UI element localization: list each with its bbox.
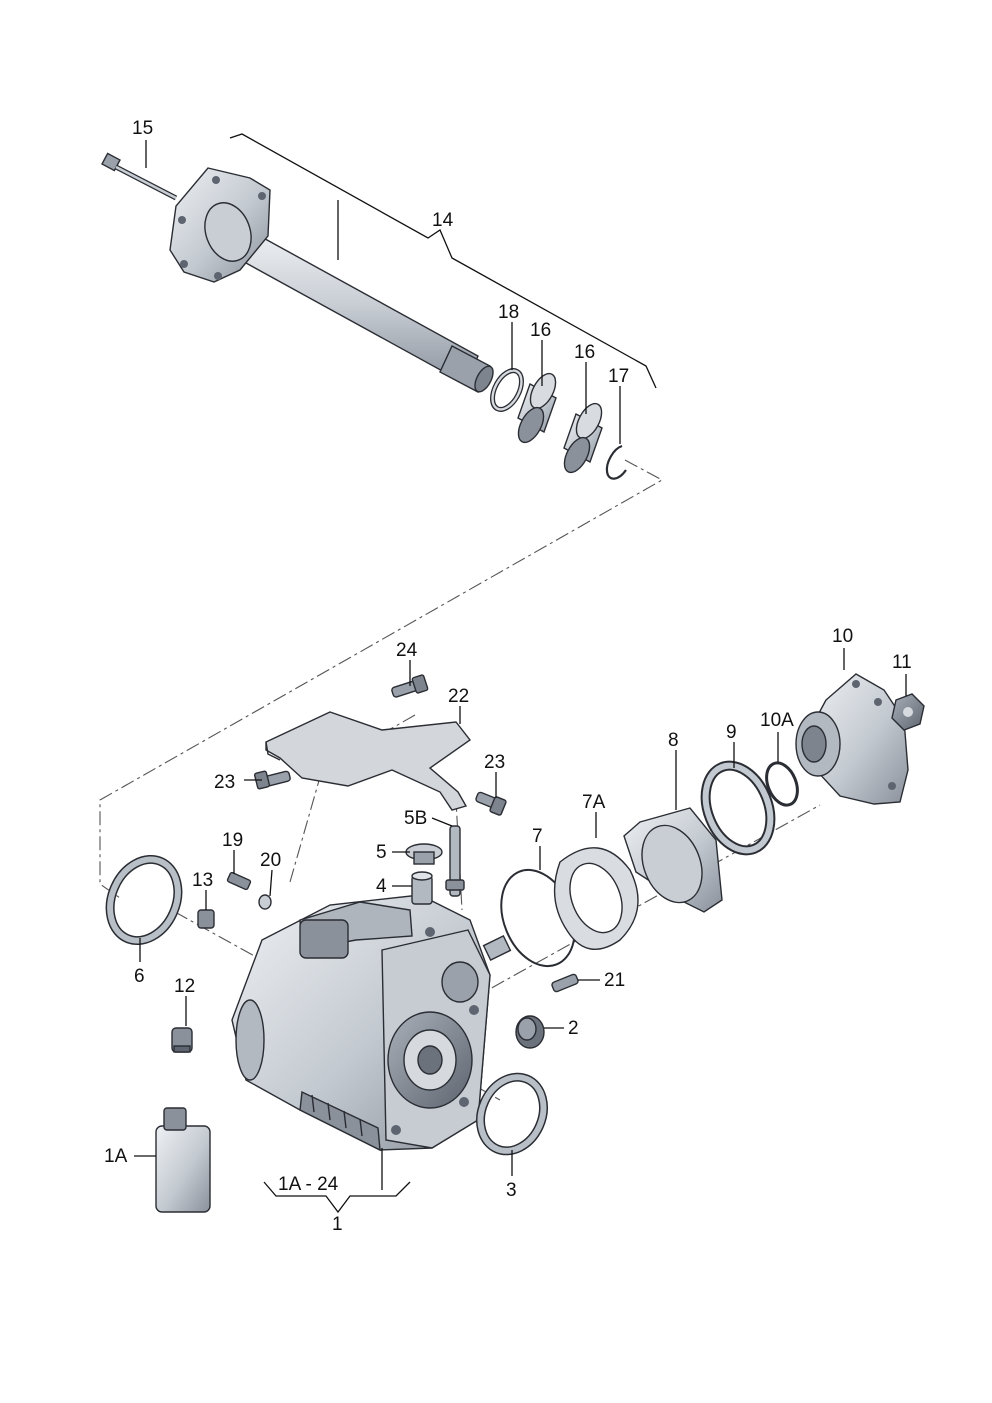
label-2: 2 [568, 1018, 579, 1039]
seal-3 [476, 1072, 548, 1156]
bracket-1 [263, 1181, 411, 1214]
label-11: 11 [892, 652, 912, 673]
pinion-stub [482, 935, 512, 961]
plug-13 [197, 909, 215, 929]
flange-bolt-hole [178, 216, 186, 224]
cover-8 [623, 807, 723, 913]
label-7A: 7A [582, 792, 606, 813]
label-5: 5 [376, 842, 387, 863]
housing-boss [299, 919, 349, 959]
bracket-14 [229, 133, 657, 389]
needle-bearing-16-b [563, 402, 603, 474]
label-7: 7 [532, 826, 543, 847]
housing-bolt [391, 1125, 401, 1135]
seal-6 [105, 854, 183, 946]
oil-bottle-1A [155, 1107, 211, 1213]
flange-bolt-hole [180, 260, 188, 268]
sensor-19 [226, 871, 252, 891]
drive-shaft [225, 223, 479, 385]
bolt-23-right [475, 791, 507, 816]
part-labels: 15 14 18 16 16 17 24 10 11 22 10A 9 8 23… [104, 118, 912, 1235]
plug-5 [405, 843, 443, 865]
seal-9 [700, 760, 776, 856]
flange-hub [204, 202, 252, 262]
heat-shield-22 [265, 711, 472, 811]
label-1: 1 [332, 1214, 343, 1235]
label-4: 4 [376, 876, 387, 897]
label-20: 20 [260, 850, 281, 871]
needle-bearing-16-a [517, 372, 557, 444]
label-1A: 1A [104, 1146, 128, 1167]
bolt-24 [391, 674, 429, 698]
sleeve-4 [411, 871, 433, 905]
label-10A: 10A [760, 710, 794, 731]
label-10: 10 [832, 626, 853, 647]
flange-bolt-hole [214, 272, 222, 280]
plug-12 [171, 1027, 193, 1053]
housing-bolt [425, 927, 435, 937]
label-21: 21 [604, 970, 625, 991]
label-12: 12 [174, 976, 195, 997]
flange-bolt-hole [212, 176, 220, 184]
housing-bolt [469, 1005, 479, 1015]
leader-lines [134, 140, 907, 1190]
housing-left-cover [235, 999, 265, 1081]
bolt-15 [101, 152, 178, 201]
side-port [441, 961, 479, 1003]
label-13: 13 [192, 870, 213, 891]
label-19: 19 [222, 830, 243, 851]
cap-2 [515, 1015, 545, 1049]
label-6: 6 [134, 966, 145, 987]
housing-bolt [459, 1097, 469, 1107]
washer-20 [258, 894, 272, 910]
label-5B: 5B [404, 808, 427, 829]
label-16-a: 16 [530, 320, 551, 341]
label-3: 3 [506, 1180, 517, 1201]
label-8: 8 [668, 730, 679, 751]
final-drive-housing [231, 894, 512, 1152]
label-22: 22 [448, 686, 469, 707]
label-14: 14 [432, 210, 454, 231]
stud-5B [445, 825, 465, 897]
label-17: 17 [608, 366, 629, 387]
label-24: 24 [396, 640, 418, 661]
drive-shaft-assembly [101, 152, 627, 480]
label-16-b: 16 [574, 342, 595, 363]
label-18: 18 [498, 302, 519, 323]
output-bore [417, 1045, 443, 1075]
bolt-21 [551, 973, 579, 993]
shaft-end-face [474, 365, 494, 393]
label-range-1A-24: 1A - 24 [278, 1174, 339, 1195]
ring-10A [765, 761, 799, 807]
alignment-line [99, 459, 664, 899]
flange-bolt-hole [258, 192, 266, 200]
label-23-right: 23 [484, 752, 505, 773]
circlip-17 [605, 444, 627, 480]
label-9: 9 [726, 722, 737, 743]
flange-10 [795, 673, 909, 805]
nut-11 [891, 693, 925, 731]
housing-fins [299, 1090, 381, 1152]
gasket-7A [553, 847, 639, 950]
label-23-left: 23 [214, 772, 235, 793]
alignment-line [174, 911, 259, 959]
label-15: 15 [132, 118, 153, 139]
